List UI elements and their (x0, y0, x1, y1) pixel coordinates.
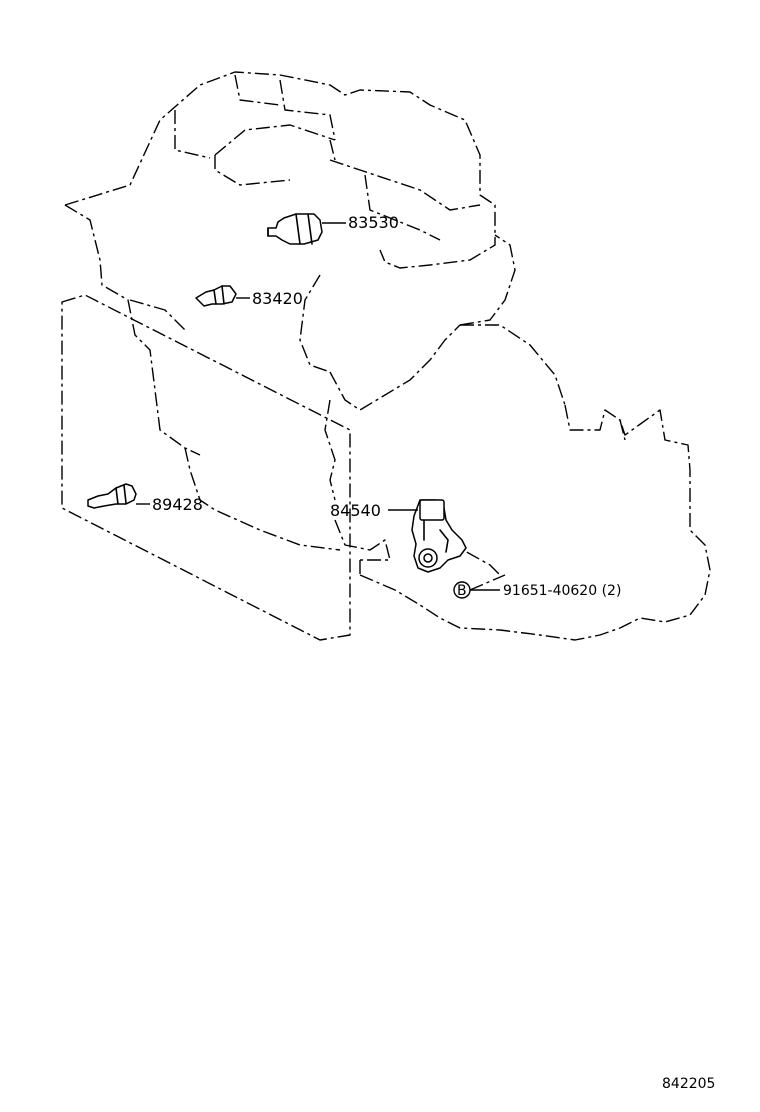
label-83420: 83420 (252, 289, 303, 308)
bolt-marker[interactable]: B (453, 581, 471, 599)
label-83530: 83530 (348, 213, 399, 232)
illustration-number: 842205 (662, 1076, 715, 1092)
part-83420-temp-sensor[interactable] (195, 285, 237, 307)
bolt-marker-letter: B (457, 583, 467, 599)
engine-outline (61, 71, 711, 641)
part-84540-neutral-start-switch[interactable] (411, 499, 467, 573)
label-84540: 84540 (330, 501, 381, 520)
part-89428-water-temp-sensor[interactable] (87, 483, 137, 509)
label-91651-40620: 91651-40620 (2) (503, 583, 621, 599)
part-83530-oil-pressure-switch[interactable] (267, 213, 323, 245)
label-89428: 89428 (152, 495, 203, 514)
